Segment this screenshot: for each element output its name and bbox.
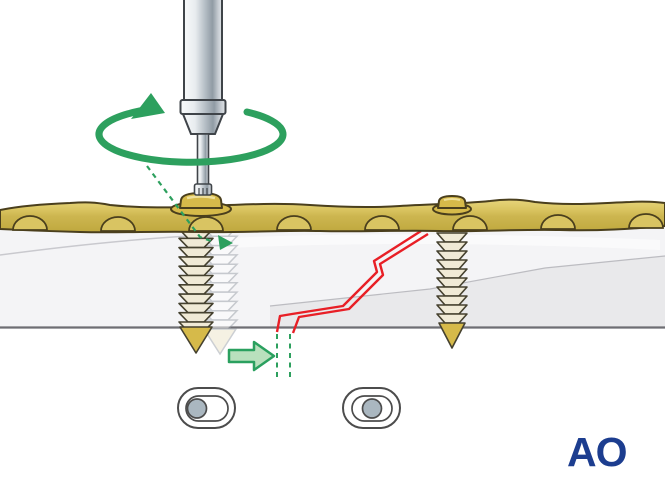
rotation-arrow-arc — [95, 105, 287, 166]
ghost-screw-tip — [202, 328, 238, 356]
plate-scallop — [12, 215, 48, 231]
fracture-edge-left — [275, 229, 422, 333]
screwdriver-collar — [179, 99, 227, 115]
rotation-arrow-icon — [95, 93, 287, 166]
plate-scallop — [100, 216, 136, 232]
screw-position-eccentric — [186, 398, 208, 419]
plate-scallops — [12, 213, 664, 232]
compression-arrow-icon — [227, 340, 276, 372]
screw-head-left-highlight — [186, 195, 216, 200]
screwdriver-tip-serrations — [198, 188, 208, 195]
screw-left — [178, 228, 214, 354]
ghost-screw — [202, 226, 238, 356]
screwdriver — [179, 0, 227, 196]
plate-scallop — [452, 215, 488, 231]
bone-contour-line-left — [0, 235, 191, 256]
bone-plate — [0, 198, 665, 234]
plate-scallop — [276, 215, 312, 231]
dashed-trajectory-line — [146, 165, 212, 243]
screwdriver-chuck — [181, 113, 225, 135]
plate-scallop — [540, 214, 576, 230]
screwdriver-shaft — [183, 0, 223, 103]
small-arrow-head-icon — [218, 235, 233, 250]
plate-hole-inner — [351, 395, 393, 422]
plate-hole-inner — [185, 395, 229, 422]
screw-shift-indicator — [146, 165, 233, 250]
rotation-arrow-head — [131, 93, 165, 119]
screw-right — [436, 232, 468, 349]
screw-head-right-highlight — [443, 198, 461, 201]
plate-scallop — [188, 216, 224, 232]
plate-hole-top-view-right — [342, 387, 401, 429]
screw-head-right — [432, 195, 472, 216]
plate-scallop — [364, 215, 400, 231]
screw-position-centered — [361, 398, 383, 419]
fracture-edge-right — [291, 232, 429, 334]
plate-hole-top-view-left — [177, 387, 236, 429]
fracture-line — [275, 229, 429, 334]
screw-head-right-cap — [437, 195, 467, 209]
bone-shade-region — [270, 256, 665, 327]
screw-right-tip — [438, 322, 466, 349]
screw-left-tip — [179, 326, 213, 354]
fracture-gap-dashed-lines — [276, 334, 291, 378]
ao-logo: AO — [567, 429, 627, 475]
plate-scallop — [628, 213, 664, 229]
